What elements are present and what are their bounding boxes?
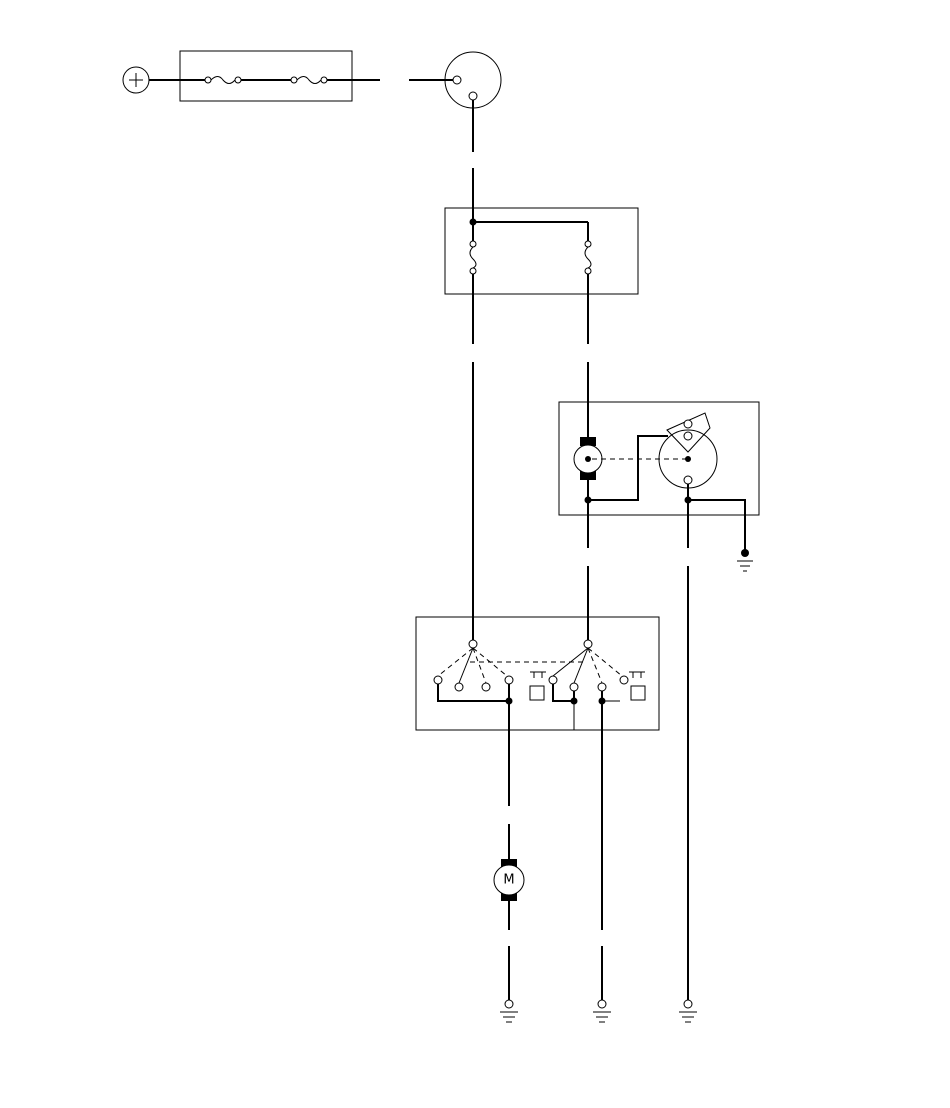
fuse-icon (469, 240, 477, 275)
battery-positive-icon: + (122, 66, 150, 94)
ground-icon (593, 999, 611, 1023)
motor-symbol-label: M (503, 873, 514, 888)
main-fuse-box (179, 50, 353, 102)
switch-icon (548, 647, 629, 692)
park-switch-icon (658, 412, 718, 489)
fuse-icon (204, 76, 242, 84)
wiper-park-box (558, 401, 760, 516)
relay-icon (629, 671, 646, 701)
switch-icon (433, 647, 514, 692)
wiper-switch-box (415, 616, 660, 731)
fuse-icon (290, 76, 328, 84)
ground-icon (679, 999, 697, 1023)
fuse-box (444, 207, 639, 295)
motor-icon (573, 437, 603, 480)
ignition-switch-icon (444, 51, 502, 109)
relay-icon (529, 671, 546, 701)
fuse-icon (584, 240, 592, 275)
ground-icon (500, 999, 518, 1023)
ground-icon (737, 560, 753, 572)
motor-icon: M (493, 859, 525, 901)
